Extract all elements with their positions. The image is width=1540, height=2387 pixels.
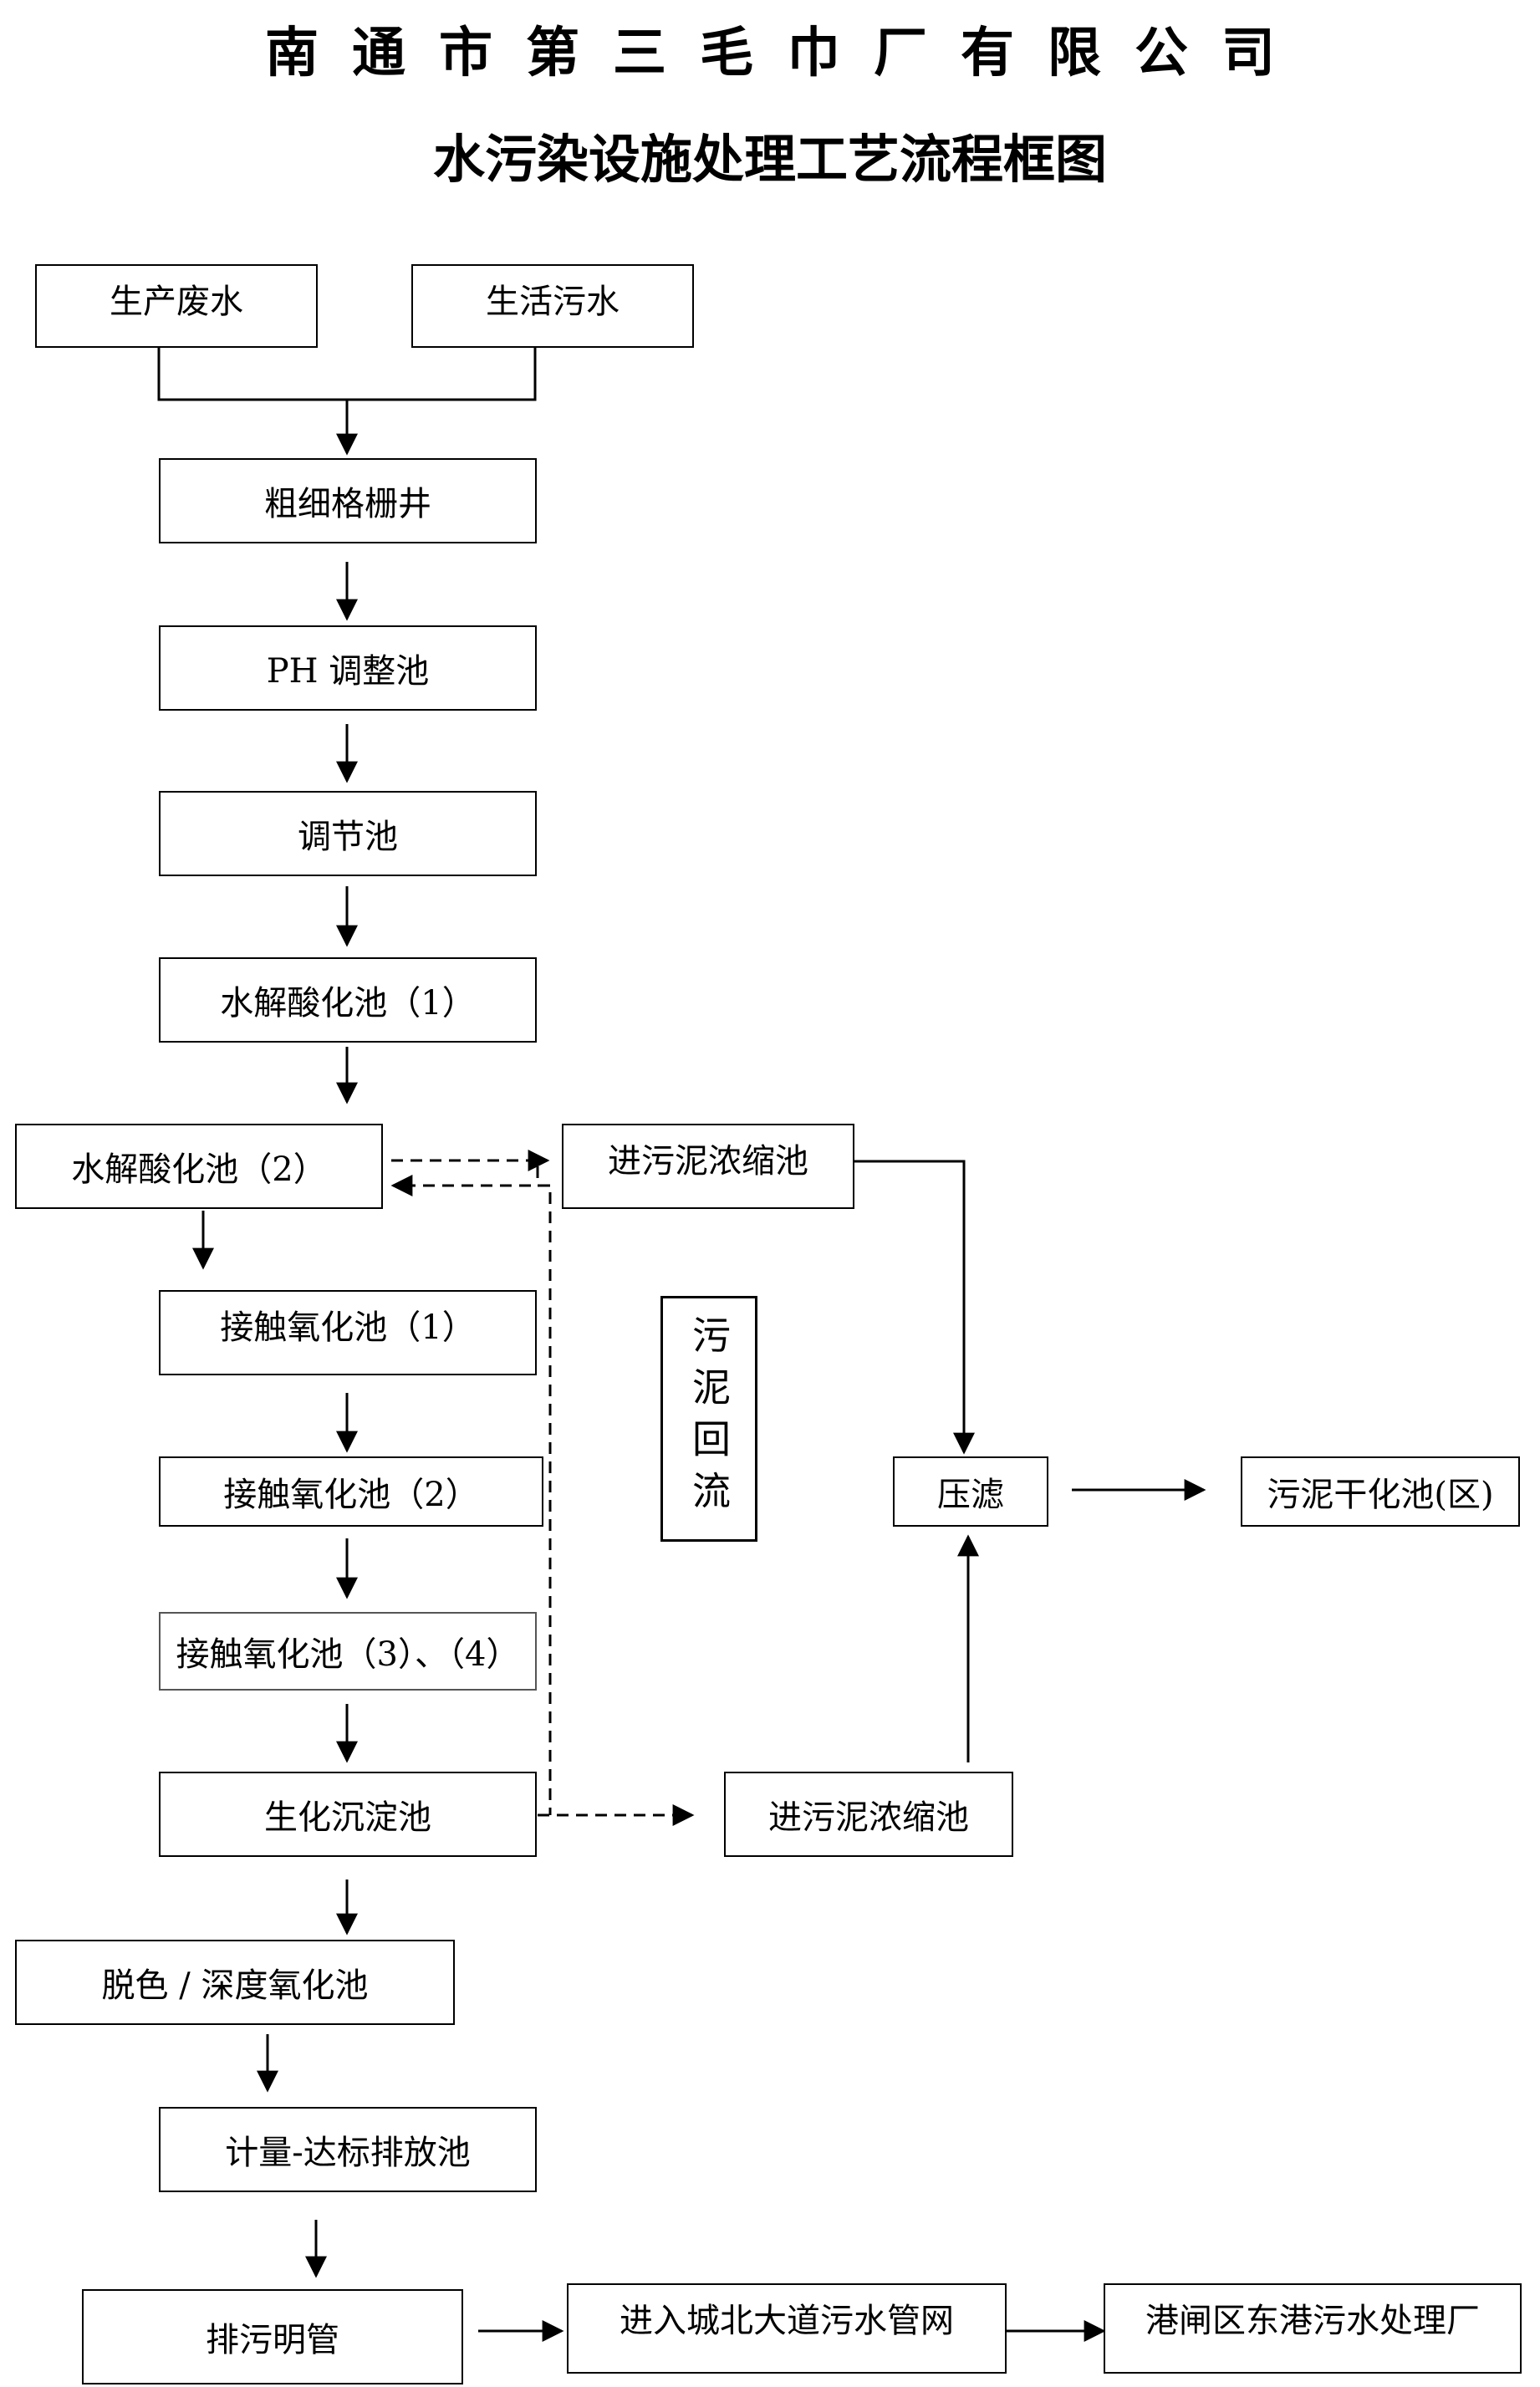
node-sludge-thickener-2: 进污泥浓缩池: [724, 1772, 1013, 1857]
node-contact-oxidation-2: 接触氧化池（2）: [159, 1456, 543, 1527]
thickener-to-press: [853, 1160, 975, 1455]
node-sludge-drying: 污泥干化池(区): [1241, 1456, 1520, 1527]
node-domestic-sewage: 生活污水: [411, 264, 694, 348]
node-metering-discharge-tank: 计量-达标排放池: [159, 2107, 537, 2192]
node-city-pipe-network: 进入城北大道污水管网: [567, 2283, 1007, 2374]
node-open-drain-pipe: 排污明管: [82, 2289, 463, 2384]
node-hydrolysis-acidification-1: 水解酸化池（1）: [159, 957, 537, 1043]
node-coarse-fine-screen-well: 粗细格栅井: [159, 458, 537, 543]
node-production-wastewater: 生产废水: [35, 264, 318, 348]
node-biochemical-sedimentation: 生化沉淀池: [159, 1772, 537, 1857]
company-title: 南通市第三毛巾厂有限公司: [265, 23, 1308, 84]
node-hydrolysis-acidification-2: 水解酸化池（2）: [15, 1124, 383, 1209]
merge-line: [157, 344, 537, 401]
node-ph-adjust-tank: PH 调整池: [159, 625, 537, 711]
node-sludge-return-label: 污泥回流: [660, 1296, 757, 1542]
node-contact-oxidation-1: 接触氧化池（1）: [159, 1290, 537, 1375]
node-decolor-deep-oxidation: 脱色 / 深度氧化池: [15, 1940, 455, 2025]
node-regulating-tank: 调节池: [159, 791, 537, 876]
diagram-title: 水污染设施处理工艺流程框图: [432, 129, 1107, 190]
node-filter-press: 压滤: [893, 1456, 1048, 1527]
node-treatment-plant: 港闸区东港污水处理厂: [1104, 2283, 1522, 2374]
node-sludge-thickener-1: 进污泥浓缩池: [562, 1124, 854, 1209]
node-contact-oxidation-3-4: 接触氧化池（3）、（4）: [159, 1612, 537, 1691]
